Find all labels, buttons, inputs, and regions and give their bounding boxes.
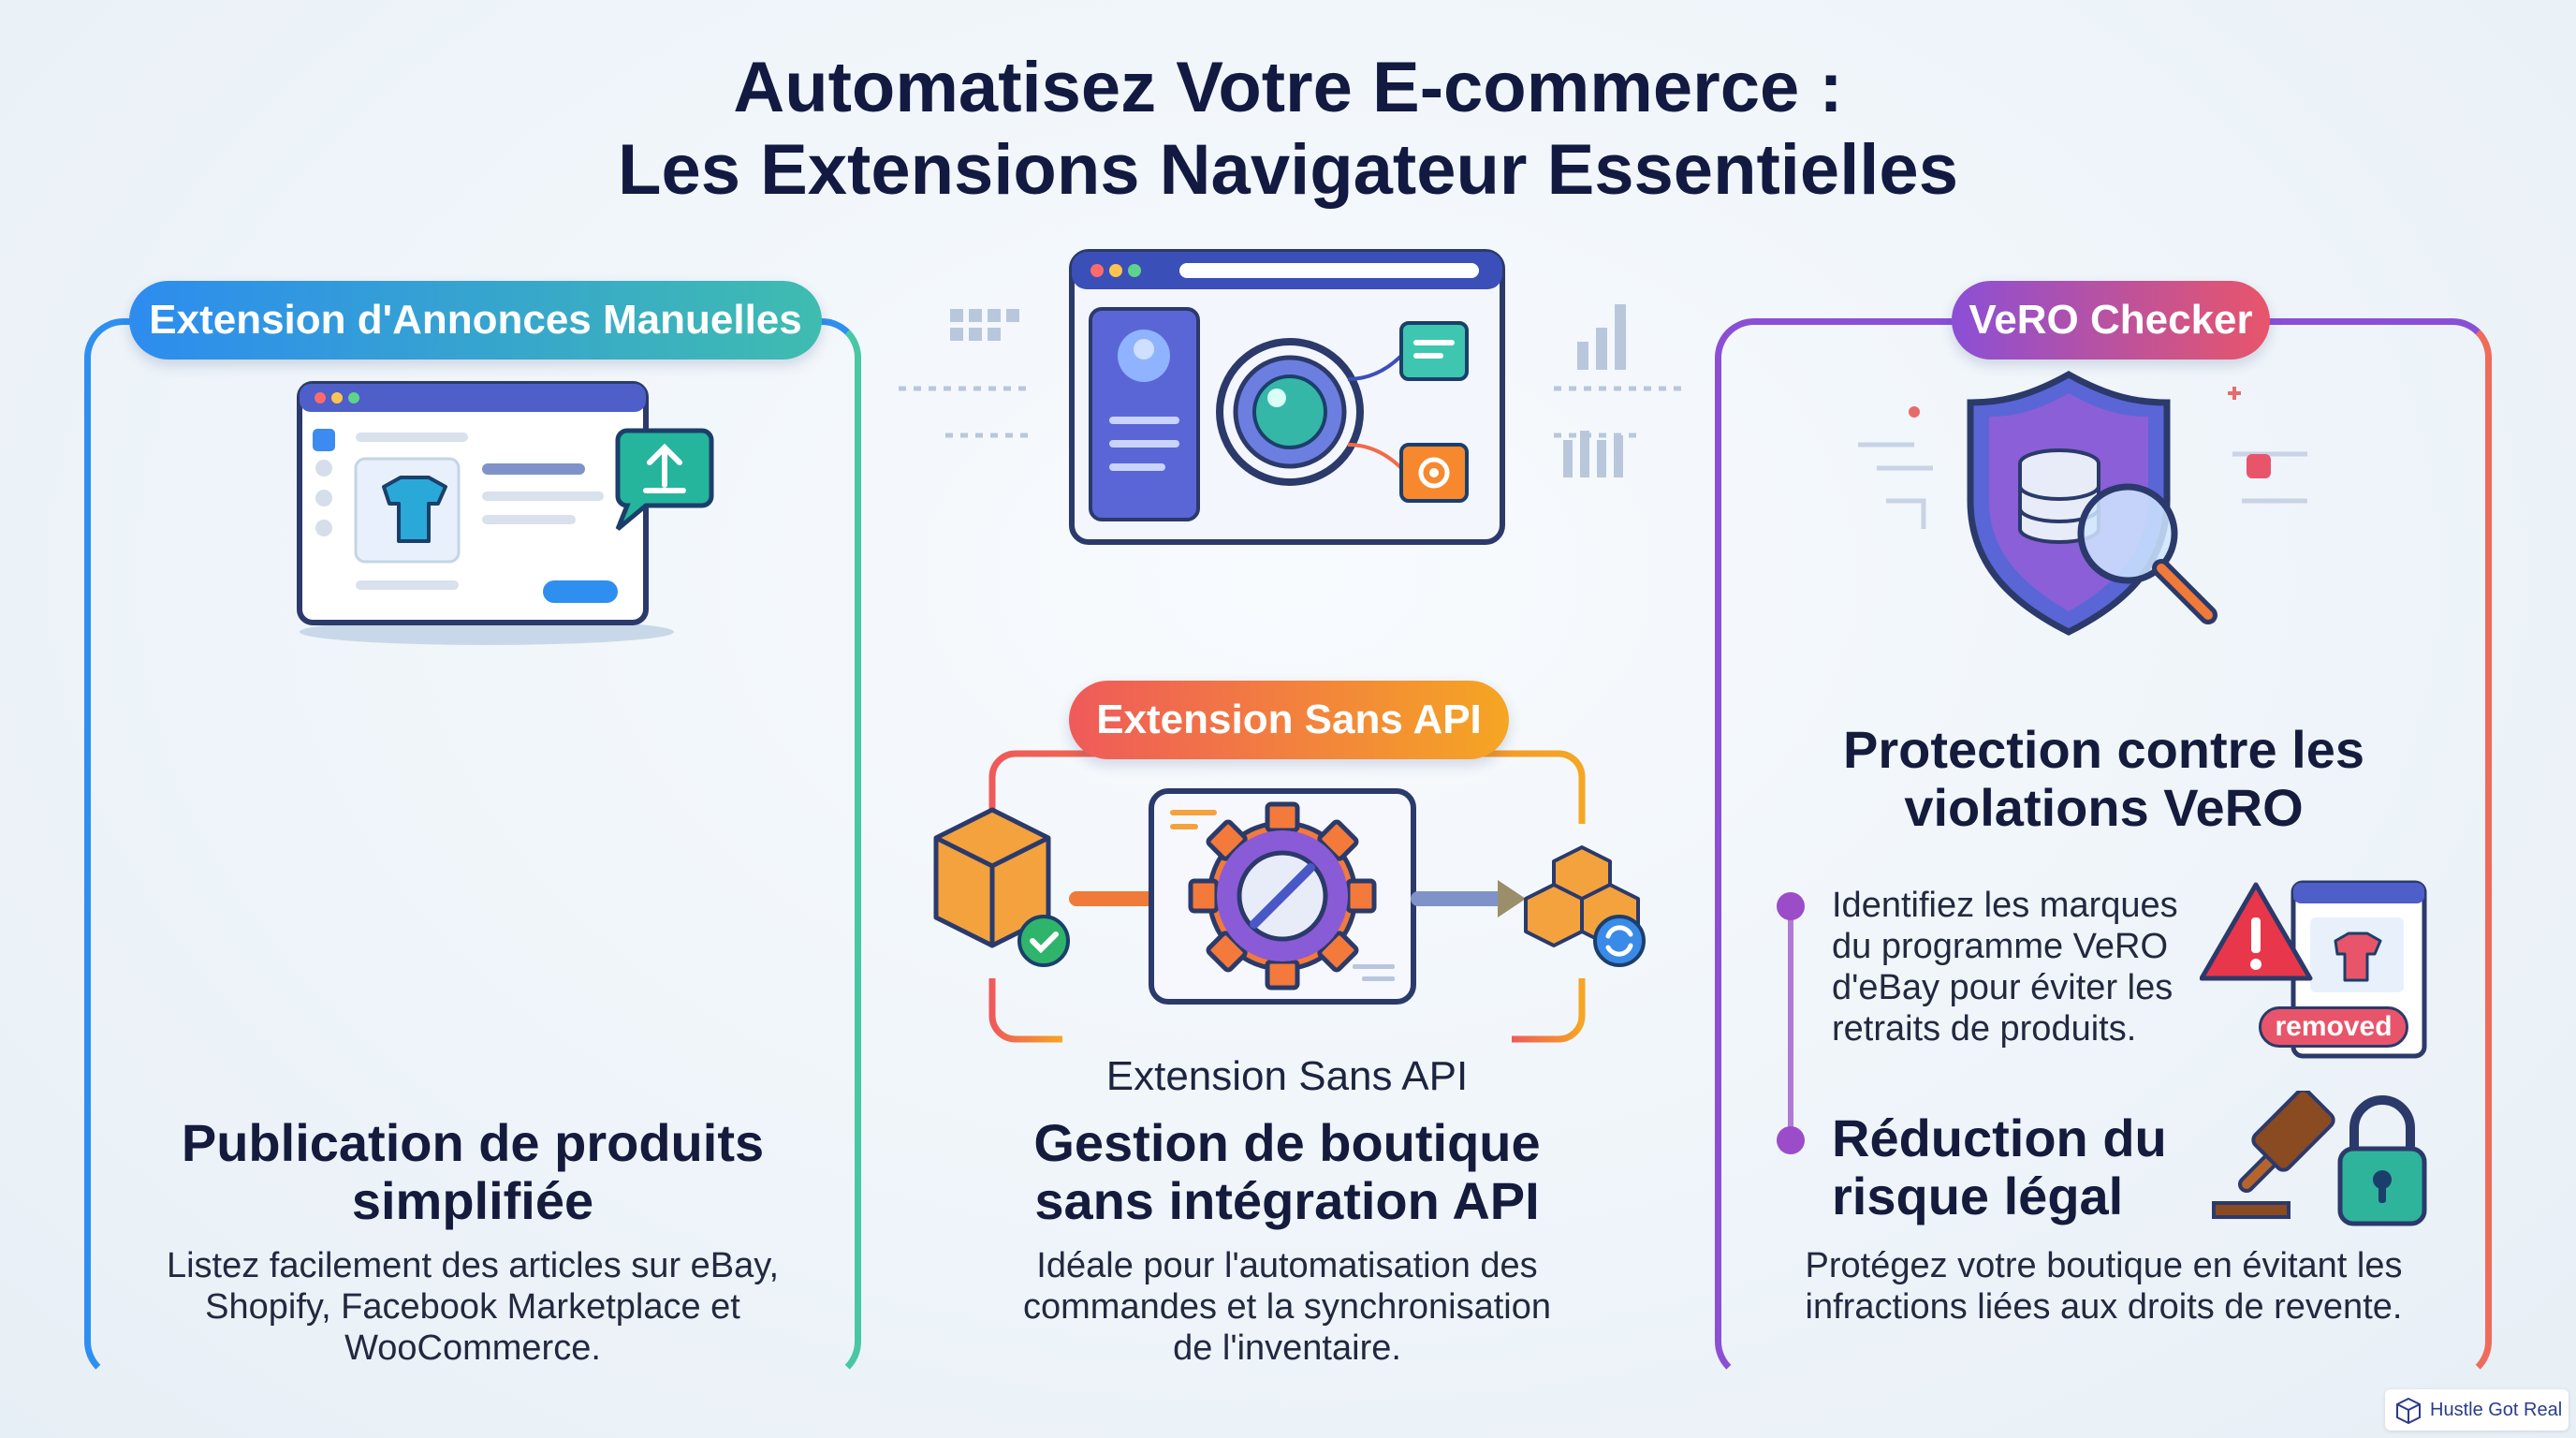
vero-desc-line-1: Protégez votre boutique en évitant les	[1805, 1246, 2403, 1285]
vero-heading-line-2: violations VeRO	[1904, 778, 2304, 837]
title-line-2: Les Extensions Navigateur Essentielles	[618, 130, 1958, 210]
vero-bullet-1-text: Identifiez les marques du programme VeRO…	[1832, 885, 2225, 1049]
vero-checker-pill: VeRO Checker	[1952, 281, 2270, 360]
legal-risk-heading-line-1: Réduction du	[1832, 1108, 2167, 1167]
legal-risk-heading-line-2: risque légal	[1832, 1167, 2124, 1225]
no-api-desc-line-2: commandes et la synchronisation	[1023, 1287, 1551, 1327]
vero-bullet-1-line-3: d'eBay pour éviter les	[1832, 968, 2174, 1007]
no-api-description: Idéale pour l'automatisation des command…	[959, 1245, 1615, 1369]
vero-bullet-1-line-4: retraits de produits.	[1832, 1009, 2137, 1049]
manual-listing-pill: Extension d'Annonces Manuelles	[129, 281, 822, 360]
vero-description: Protégez votre boutique en évitant les i…	[1741, 1245, 2466, 1328]
bullet-dot-1	[1777, 892, 1805, 920]
removed-listing-warning-icon	[2200, 880, 2427, 1059]
bullet-connector-line	[1788, 906, 1793, 1140]
legal-risk-heading: Réduction du risque légal	[1832, 1109, 2206, 1225]
cube-logo-icon	[2396, 1397, 2421, 1425]
vero-bullet-1-line-1: Identifiez les marques	[1832, 886, 2178, 925]
bullet-dot-2	[1777, 1126, 1805, 1154]
manual-listing-heading-line-1: Publication de produits	[181, 1113, 765, 1172]
manual-listing-description: Listez facilement des articles sur eBay,…	[103, 1245, 842, 1369]
manual-listing-desc-line-2: Shopify, Facebook Marketplace et	[205, 1287, 740, 1327]
vero-desc-line-2: infractions liées aux droits de revente.	[1805, 1287, 2403, 1327]
watermark-text: Hustle Got Real	[2430, 1400, 2563, 1420]
central-browser-extension-icon	[899, 249, 1685, 545]
title-line-1: Automatisez Votre E-commerce :	[733, 48, 1843, 127]
no-api-subtitle: Extension Sans API	[1105, 1053, 1469, 1099]
no-api-pill: Extension Sans API	[1069, 681, 1509, 759]
manual-listing-heading-line-2: simplifiée	[351, 1171, 594, 1230]
no-api-desc-line-1: Idéale pour l'automatisation des	[1036, 1246, 1538, 1285]
manual-listing-heading: Publication de produits simplifiée	[103, 1114, 842, 1230]
removed-badge: removed	[2259, 1006, 2408, 1048]
page-title: Automatisez Votre E-commerce : Les Exten…	[0, 47, 2576, 212]
vero-heading-line-1: Protection contre les	[1842, 720, 2365, 779]
inventory-sync-gear-icon	[933, 788, 1646, 1005]
manual-listing-desc-line-1: Listez facilement des articles sur eBay,	[166, 1246, 779, 1285]
no-api-heading-line-1: Gestion de boutique	[1033, 1113, 1541, 1172]
gavel-lock-icon	[2212, 1091, 2427, 1226]
no-api-desc-line-3: de l'inventaire.	[1173, 1328, 1401, 1368]
watermark: Hustle Got Real	[2385, 1389, 2569, 1431]
vero-shield-database-icon	[1858, 370, 2307, 636]
manual-listing-desc-line-3: WooCommerce.	[344, 1328, 601, 1368]
browser-listing-icon	[297, 381, 714, 645]
vero-bullet-1-line-2: du programme VeRO	[1832, 927, 2169, 966]
no-api-heading-line-2: sans intégration API	[1034, 1171, 1540, 1230]
vero-heading: Protection contre les violations VeRO	[1741, 721, 2466, 837]
no-api-heading: Gestion de boutique sans intégration API	[959, 1114, 1615, 1230]
